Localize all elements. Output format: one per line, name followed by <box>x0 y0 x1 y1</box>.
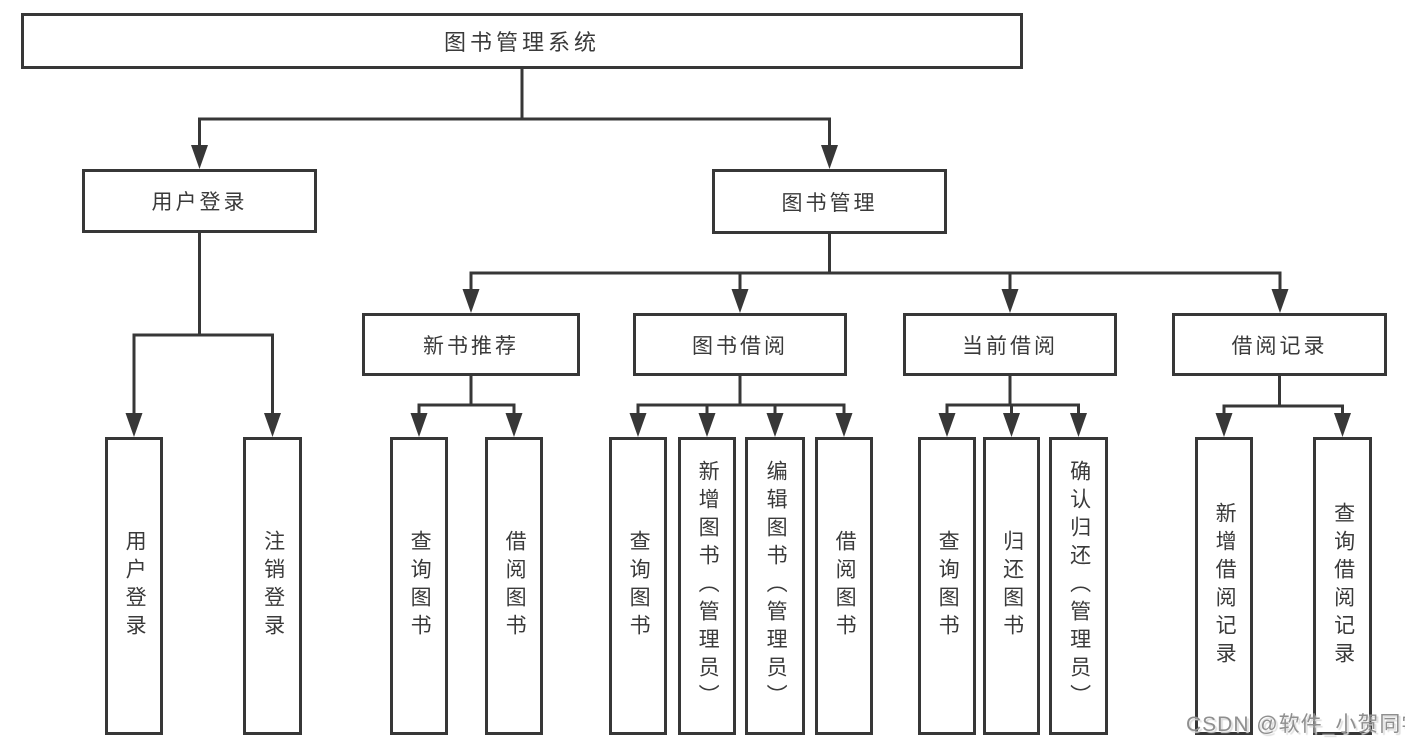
leaf-borrow-books-recommend: 借阅图书 <box>485 437 543 735</box>
leaf-borrow-books-borrowing: 借阅图书 <box>815 437 873 735</box>
node-new-book-recommend: 新书推荐 <box>362 313 580 376</box>
leaf-return-books: 归还图书 <box>983 437 1040 735</box>
leaf-add-borrow-record: 新增借阅记录 <box>1195 437 1253 735</box>
node-library-system: 图书管理系统 <box>21 13 1023 69</box>
leaf-confirm-return-admin: 确认归还（管理员） <box>1049 437 1108 735</box>
node-current-borrowing: 当前借阅 <box>903 313 1117 376</box>
node-user-login: 用户登录 <box>82 169 317 233</box>
leaf-query-borrow-record: 查询借阅记录 <box>1313 437 1372 735</box>
leaf-add-books-admin: 新增图书（管理员） <box>678 437 736 735</box>
node-book-borrowing: 图书借阅 <box>633 313 847 376</box>
node-book-management: 图书管理 <box>712 169 947 234</box>
leaf-query-books-recommend: 查询图书 <box>390 437 448 735</box>
node-borrow-records: 借阅记录 <box>1172 313 1387 376</box>
leaf-edit-books-admin: 编辑图书（管理员） <box>745 437 805 735</box>
leaf-query-books-borrowing: 查询图书 <box>609 437 667 735</box>
leaf-query-books-current: 查询图书 <box>918 437 976 735</box>
watermark: CSDN @软件_小贺同学 <box>1186 713 1405 736</box>
leaf-user-login: 用户登录 <box>105 437 163 735</box>
leaf-logout: 注销登录 <box>243 437 302 735</box>
arrowhead-icons <box>125 145 1351 437</box>
